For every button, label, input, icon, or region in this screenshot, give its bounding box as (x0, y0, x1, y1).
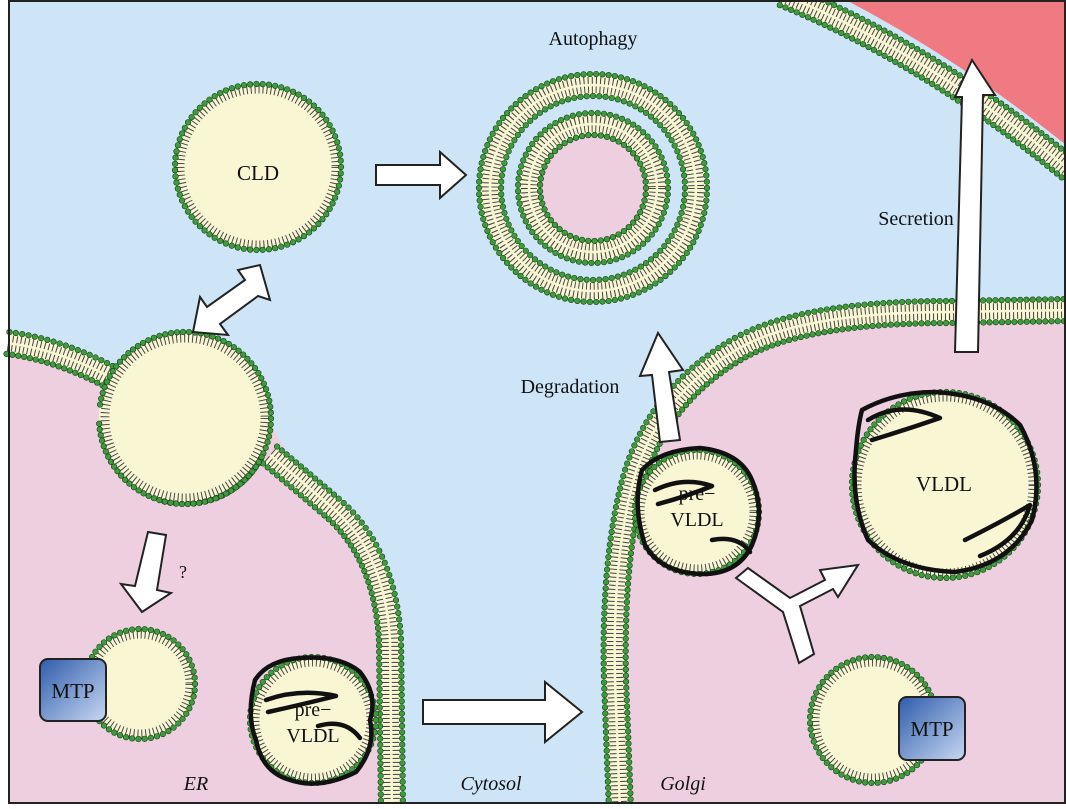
label-mtp-er: MTP (51, 679, 94, 703)
autophagosome (476, 71, 710, 305)
label-cytosol: Cytosol (460, 773, 522, 795)
label-golgi: Golgi (660, 773, 706, 795)
label-pre-vldl-golgi-line1: pre− (679, 483, 716, 505)
label-mtp-golgi: MTP (910, 717, 953, 741)
label-secretion: Secretion (878, 208, 954, 230)
label-er: ER (183, 773, 208, 795)
label-question: ? (179, 562, 187, 582)
label-pre-vldl-er-line2: VLDL (286, 725, 339, 747)
label-autophagy: Autophagy (549, 28, 638, 50)
label-pre-vldl-golgi-line2: VLDL (670, 509, 723, 531)
label-vldl: VLDL (916, 472, 972, 496)
label-cld: CLD (237, 161, 279, 185)
label-pre-vldl-er-line1: pre− (295, 699, 332, 721)
er-budding-droplet (96, 329, 273, 507)
label-degradation: Degradation (521, 376, 620, 398)
